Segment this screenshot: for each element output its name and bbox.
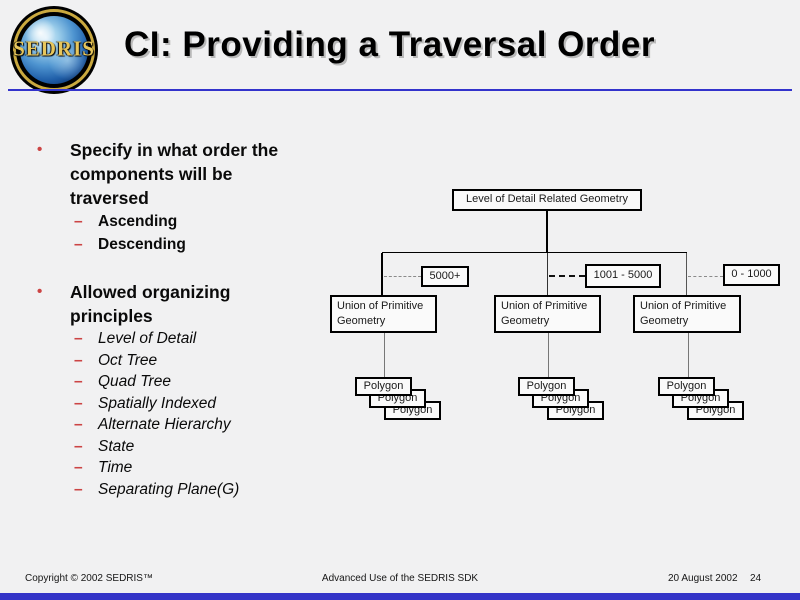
bullet-text: Specify in what order the components wil… bbox=[70, 138, 278, 210]
bullet-line: components will be bbox=[70, 164, 233, 184]
bullet-line: Allowed organizing bbox=[70, 282, 231, 302]
dash-bullet-icon: – bbox=[74, 437, 83, 455]
slide-title: CI: Providing a Traversal Order bbox=[124, 25, 655, 64]
polygon-node: Polygon bbox=[658, 377, 715, 396]
diagram-root-node: Level of Detail Related Geometry bbox=[452, 189, 642, 211]
dashed-connector bbox=[549, 275, 585, 277]
connector-line bbox=[381, 253, 383, 296]
footer-copyright: Copyright © 2002 SEDRIS™ bbox=[25, 573, 153, 584]
dash-bullet-icon: – bbox=[74, 416, 83, 433]
connector-line bbox=[688, 333, 689, 377]
dashed-connector bbox=[384, 276, 421, 277]
sub-bullet: –Descending bbox=[74, 233, 340, 256]
bullet-item: • Specify in what order the components w… bbox=[30, 138, 340, 210]
connector-line bbox=[384, 333, 385, 377]
dash-bullet-icon: – bbox=[74, 373, 83, 390]
connector-line bbox=[547, 253, 548, 296]
bullet-line: Specify in what order the bbox=[70, 140, 279, 160]
sub-bullet: –Level of Detail bbox=[74, 328, 340, 350]
bullet-text: Allowed organizing principles bbox=[70, 280, 230, 328]
sub-bullet: –Alternate Hierarchy bbox=[74, 414, 340, 436]
dashed-connector bbox=[688, 276, 723, 277]
sub-bullet-label: Alternate Hierarchy bbox=[98, 416, 231, 433]
footer-course-title: Advanced Use of the SEDRIS SDK bbox=[321, 573, 479, 584]
union-geometry-node: Union of Primitive Geometry bbox=[330, 295, 437, 333]
dash-bullet-icon: – bbox=[74, 330, 83, 347]
sub-bullet-label: Ascending bbox=[98, 213, 178, 230]
connector-line bbox=[546, 211, 548, 253]
bullet-dot-icon: • bbox=[37, 283, 43, 300]
range-label-node: 5000+ bbox=[421, 266, 469, 287]
bullet-list: • Specify in what order the components w… bbox=[30, 138, 340, 500]
dash-bullet-icon: – bbox=[74, 394, 83, 412]
bullet-line: traversed bbox=[70, 188, 149, 208]
node-label: Union of Primitive Geometry bbox=[640, 300, 727, 327]
bullet-line: principles bbox=[70, 306, 153, 326]
polygon-node: Polygon bbox=[355, 377, 412, 396]
range-label-node: 0 - 1000 bbox=[723, 264, 780, 286]
bullet-item: • Allowed organizing principles bbox=[30, 280, 340, 328]
logo-text: SEDRIS bbox=[13, 36, 95, 61]
connector-line bbox=[382, 252, 687, 253]
dash-bullet-icon: – bbox=[74, 236, 83, 253]
sub-bullet: –Separating Plane(G) bbox=[74, 479, 340, 501]
polygon-node: Polygon bbox=[518, 377, 575, 396]
node-label: Union of Primitive Geometry bbox=[501, 300, 588, 327]
sub-bullet-label: Descending bbox=[98, 236, 186, 253]
bottom-accent-bar bbox=[0, 593, 800, 600]
sub-bullet-label: Spatially Indexed bbox=[98, 394, 217, 412]
dash-bullet-icon: – bbox=[74, 351, 83, 369]
sub-bullet-label: Quad Tree bbox=[98, 373, 171, 390]
footer-date: 20 August 2002 bbox=[668, 573, 738, 584]
sedris-logo: SEDRIS bbox=[10, 6, 98, 94]
sub-bullet: –Oct Tree bbox=[74, 350, 340, 372]
sub-bullet-label: Separating Plane(G) bbox=[98, 480, 240, 498]
spacer bbox=[30, 256, 340, 280]
sub-bullet-label: Level of Detail bbox=[98, 330, 197, 347]
bullet-dot-icon: • bbox=[37, 141, 43, 158]
sub-bullet-label: State bbox=[98, 437, 135, 455]
sub-bullet-label: Oct Tree bbox=[98, 351, 158, 369]
footer-page-number: 24 bbox=[750, 573, 762, 584]
connector-line bbox=[548, 333, 549, 377]
node-label: Union of Primitive Geometry bbox=[337, 300, 424, 327]
dash-bullet-icon: – bbox=[74, 459, 83, 476]
union-geometry-node: Union of Primitive Geometry bbox=[494, 295, 601, 333]
sub-bullet-label: Time bbox=[98, 459, 133, 476]
sub-bullet-list: –Level of Detail –Oct Tree –Quad Tree –S… bbox=[74, 328, 340, 500]
dash-bullet-icon: – bbox=[74, 480, 83, 498]
sub-bullet: –Ascending bbox=[74, 210, 340, 233]
dash-bullet-icon: – bbox=[74, 213, 83, 230]
sub-bullet: –Quad Tree bbox=[74, 371, 340, 393]
range-label-node: 1001 - 5000 bbox=[585, 264, 661, 288]
sub-bullet-list: –Ascending –Descending bbox=[74, 210, 340, 256]
connector-line bbox=[686, 253, 687, 296]
title-underline bbox=[8, 89, 792, 91]
sub-bullet: –Time bbox=[74, 457, 340, 479]
sub-bullet: –State bbox=[74, 436, 340, 458]
union-geometry-node: Union of Primitive Geometry bbox=[633, 295, 741, 333]
sub-bullet: –Spatially Indexed bbox=[74, 393, 340, 415]
